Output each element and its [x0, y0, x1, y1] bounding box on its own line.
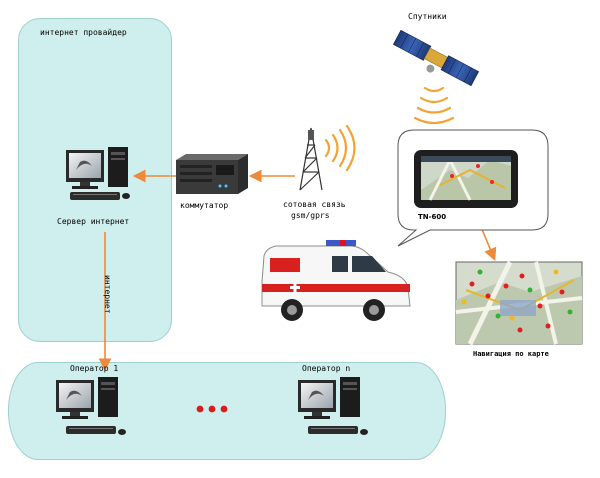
tower-signal-waves-icon [324, 124, 356, 172]
satellite-icon [392, 29, 480, 87]
server-label: Сервер интернет [57, 217, 130, 226]
device-model-label: TN-600 [418, 213, 447, 221]
server-computer-icon [66, 147, 130, 200]
operator-1-computer-icon [56, 377, 126, 435]
vehicle-number-label: 03 [286, 261, 296, 269]
operator-n-label: Оператор n [302, 364, 351, 373]
internet-provider-label: интернет провайдер [40, 28, 127, 37]
satellite-signal-waves-icon [413, 86, 455, 125]
satellites-label: Спутники [408, 12, 447, 21]
network-switch-icon [176, 154, 248, 194]
operator-1-label: Оператор 1 [70, 364, 119, 373]
internet-link-label: интернет [103, 275, 112, 314]
cellular-link-label: сотовая связь [283, 200, 346, 209]
switch-label: коммутатор [180, 201, 229, 210]
gsm-gprs-label: gsm/gprs [291, 211, 330, 220]
navigation-map-image [455, 260, 583, 346]
cell-tower-icon [299, 127, 323, 191]
operator-n-computer-icon [298, 377, 368, 435]
more-operators-ellipsis-icon [196, 405, 228, 413]
gps-device-callout [397, 129, 549, 247]
map-navigation-label: Навигация по карте [473, 350, 549, 358]
ambulance-vehicle-icon [261, 240, 411, 321]
